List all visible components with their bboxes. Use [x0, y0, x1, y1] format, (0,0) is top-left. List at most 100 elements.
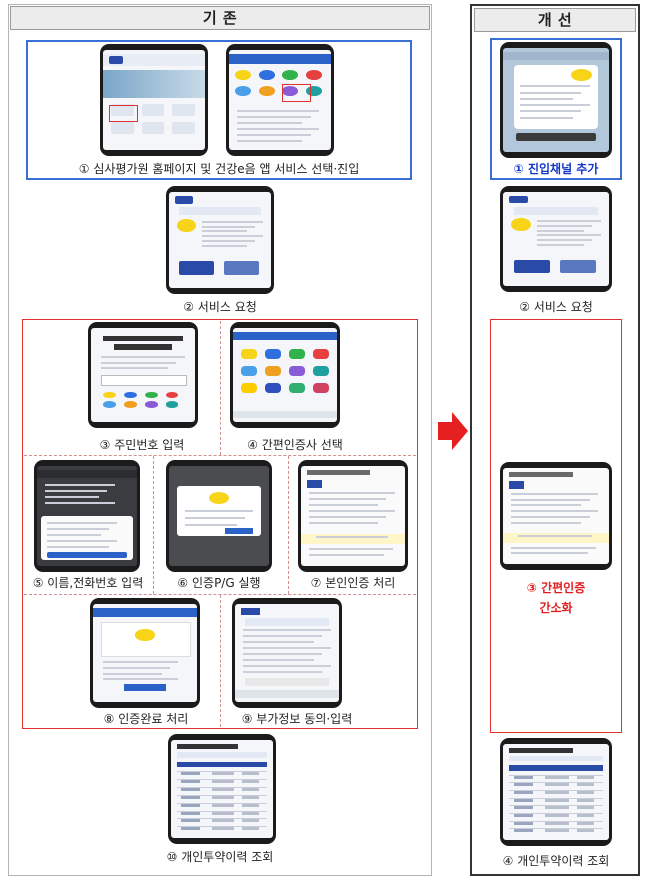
screen-element	[313, 348, 329, 359]
phone-mockup-icon	[168, 734, 276, 844]
screen-element	[243, 653, 323, 655]
screen-element	[201, 225, 255, 228]
screen-element	[237, 128, 319, 130]
screen-element	[103, 672, 162, 675]
divider	[24, 594, 416, 595]
screen-element	[243, 635, 323, 638]
screen-element	[113, 343, 173, 350]
screen-element	[503, 52, 609, 61]
before-header: 기 존	[10, 6, 430, 30]
screen-element	[103, 401, 116, 408]
screen-element	[101, 361, 177, 364]
phone-screen	[93, 604, 197, 702]
screen-element	[245, 617, 329, 626]
screen-element	[511, 498, 590, 501]
screen-element	[103, 391, 116, 399]
screen-element	[201, 235, 263, 238]
simplified-auth-group	[490, 319, 622, 733]
screen-element	[109, 105, 138, 122]
screen-element	[577, 806, 595, 810]
screen-element	[101, 375, 187, 387]
screen-element	[305, 86, 322, 96]
phone-screen	[169, 192, 271, 288]
screen-element	[181, 827, 200, 831]
screen-element	[577, 783, 595, 787]
screen-element	[309, 510, 395, 512]
screen-element	[242, 819, 259, 823]
screen-element	[305, 70, 322, 80]
phone-screen	[503, 48, 609, 152]
step-caption: ③ 주민번호 입력	[99, 438, 185, 452]
screen-element	[93, 607, 197, 617]
screen-element	[237, 134, 311, 136]
screen-element	[509, 195, 529, 204]
screen-element	[509, 805, 603, 807]
screen-element	[513, 806, 533, 810]
step-caption: ④ 간편인증사 선택	[247, 438, 343, 452]
screen-element	[513, 259, 550, 273]
phone-mockup-icon	[230, 322, 340, 428]
divider	[153, 456, 154, 594]
screen-element	[181, 780, 200, 784]
screen-element	[577, 829, 595, 833]
screen-element	[513, 207, 599, 215]
new-entry-group	[490, 38, 622, 180]
phone-mockup-icon	[298, 460, 408, 572]
screen-element	[237, 140, 303, 142]
screen-element	[201, 244, 247, 247]
phone-mockup-icon	[166, 186, 274, 294]
screen-element	[103, 335, 183, 342]
screen-element	[509, 471, 573, 477]
screen-element	[145, 391, 158, 399]
screen-element	[211, 803, 235, 807]
step-caption: ② 서비스 요청	[183, 300, 257, 314]
screen-element	[570, 68, 593, 82]
screen-element	[519, 104, 590, 107]
screen-element	[172, 104, 195, 116]
screen-element	[181, 795, 200, 799]
screen-element	[37, 470, 137, 478]
screen-element	[211, 827, 235, 831]
phone-screen	[229, 50, 331, 150]
screen-element	[45, 490, 107, 492]
screen-element	[237, 122, 303, 124]
screen-element	[241, 348, 257, 359]
screen-element	[503, 533, 609, 543]
screen-element	[201, 220, 263, 223]
screen-element	[258, 70, 275, 80]
screen-element	[545, 814, 569, 818]
screen-element	[536, 224, 593, 227]
screen-element	[513, 791, 533, 795]
screen-element	[111, 104, 134, 116]
screen-element	[242, 780, 259, 784]
screen-element	[233, 410, 337, 419]
screen-element	[201, 240, 255, 242]
screen-element	[165, 401, 179, 408]
screen-element	[185, 510, 253, 512]
screen-element	[313, 382, 329, 393]
screen-element	[181, 772, 200, 776]
screen-element	[577, 798, 595, 802]
screen-element	[519, 85, 590, 88]
phone-screen	[91, 328, 195, 422]
screen-element	[519, 116, 573, 119]
phone-mockup-icon	[500, 42, 612, 158]
screen-element	[211, 780, 235, 784]
screen-element	[45, 484, 115, 486]
phone-mockup-icon	[88, 322, 198, 428]
screen-element	[109, 56, 124, 64]
screen-element	[209, 492, 229, 504]
screen-element	[177, 771, 267, 773]
step-caption: 간소화	[539, 601, 573, 615]
phone-screen	[235, 604, 339, 702]
step-caption: ⑨ 부가정보 동의·입력	[241, 712, 353, 726]
phone-mockup-icon	[232, 598, 342, 708]
divider	[288, 456, 289, 594]
screen-element	[545, 806, 569, 810]
screen-element	[241, 607, 260, 615]
step-caption: ⑦ 본인인증 처리	[310, 576, 396, 590]
step-caption: ⑤ 이름,전화번호 입력	[32, 576, 144, 590]
step-caption: ② 서비스 요청	[519, 300, 593, 314]
divider	[24, 455, 416, 456]
screen-element	[177, 826, 267, 828]
